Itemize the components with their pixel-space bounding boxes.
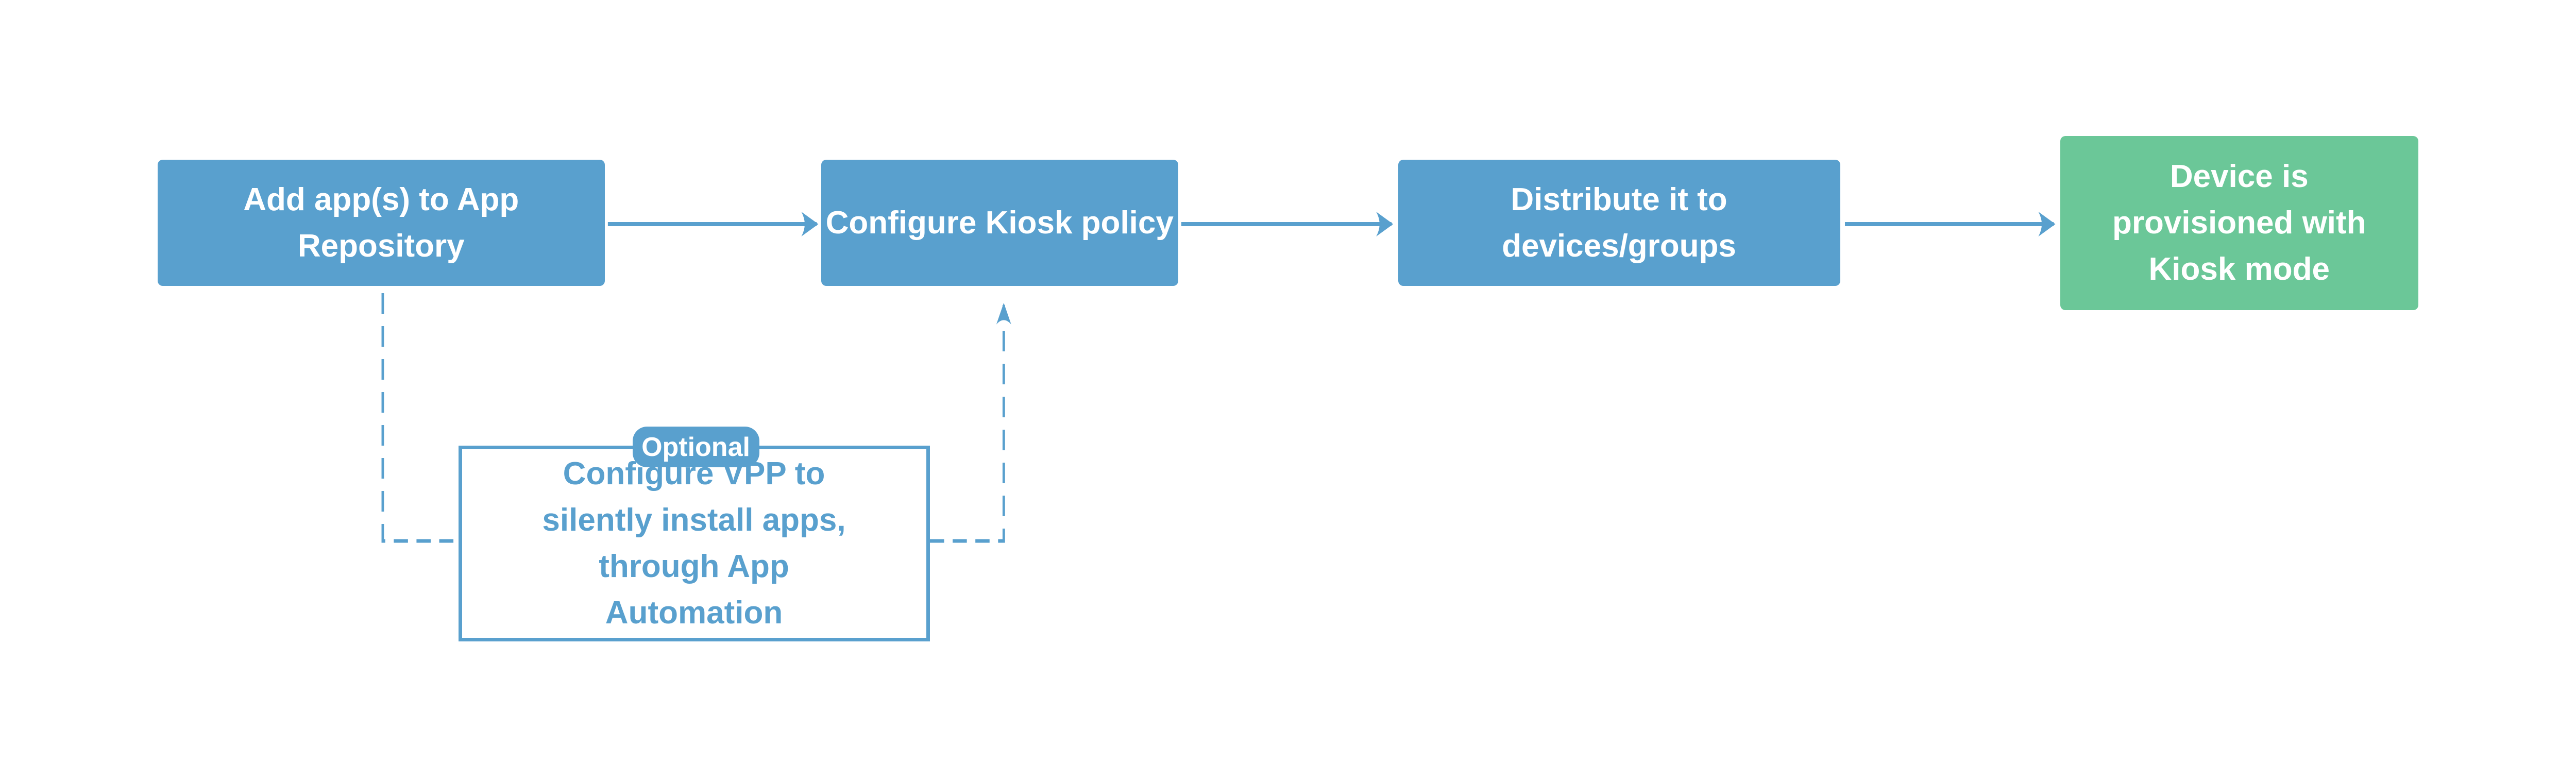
optional-badge-label: Optional [641,432,750,462]
step-distribute: Distribute it to devices/groups [1398,160,1840,286]
optional-badge: Optional [632,427,759,467]
dashed-line-step1-to-optional [381,293,459,543]
step-label: Add app(s) to App Repository [243,181,519,264]
optional-step-configure-vpp: Configure VPP to silently install apps, … [458,446,930,641]
step-label: Distribute it to devices/groups [1502,181,1736,264]
dashed-arrow-optional-to-step2 [929,302,1011,543]
step-label: Configure Kiosk policy [825,205,1174,241]
step-add-apps: Add app(s) to App Repository [158,160,605,286]
optional-step-label: Configure VPP to silently install apps, … [542,456,846,631]
step-label: Device is provisioned with Kiosk mode [2112,159,2366,287]
step-configure-kiosk: Configure Kiosk policy [821,160,1178,286]
step-device-provisioned: Device is provisioned with Kiosk mode [2060,136,2418,310]
